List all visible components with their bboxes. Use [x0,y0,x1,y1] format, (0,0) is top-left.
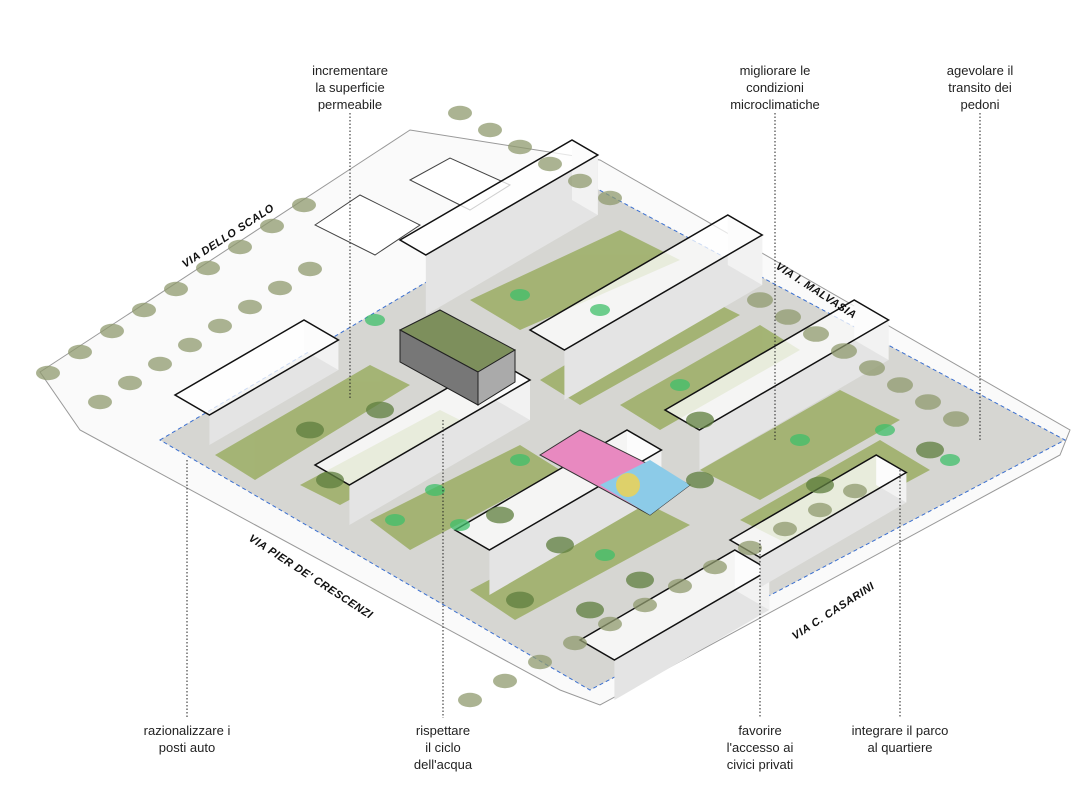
tree-icon [773,521,797,537]
tree-icon [803,326,829,342]
building-wall [564,235,763,400]
tree-icon [843,483,867,499]
tree-icon [510,289,530,301]
tree-icon [208,318,232,334]
tree-icon [178,337,202,353]
tree-icon [36,365,60,381]
tree-icon [365,314,385,326]
building-wall [209,340,339,445]
tree-icon [508,139,532,155]
annotation-microclima: migliorare le condizioni microclimatiche [730,63,820,112]
annotation-pedoni: agevolare il transito dei pedoni [946,63,1014,112]
tree-icon [875,424,895,436]
annotation-posti-auto: razionalizzare i posti auto [143,723,231,755]
tree-icon [425,484,445,496]
tree-icon [590,304,610,316]
tree-icon [132,302,156,318]
sports-court-blue [600,460,690,515]
tree-icon [510,454,530,466]
tree-icon [859,360,885,376]
tree-icon [916,441,944,459]
tree-icon [164,281,188,297]
tree-icon [366,401,394,419]
tree-icon [670,379,690,391]
tree-icon [703,559,727,575]
tree-icon [88,394,112,410]
building-roof [173,319,340,416]
tree-icon [486,506,514,524]
tree-icon [238,299,262,315]
tree-icon [506,591,534,609]
trees [36,105,969,708]
pavilion-wall [477,349,516,406]
tree-icon [738,540,762,556]
tree-icon [493,673,517,689]
tree-icon [148,356,172,372]
tree-icon [268,280,292,296]
parking-lot [314,194,421,256]
tree-icon [943,411,969,427]
tree-icon [686,471,714,489]
annotation-civici: favorire l'accesso ai civici privati [726,723,794,772]
tree-icon [790,434,810,446]
tree-icon [458,692,482,708]
tree-icon [915,394,941,410]
tree-icon [775,309,801,325]
annotation-parco: integrare il parco al quartiere [851,723,949,755]
building-wall [614,570,770,700]
building-wall [760,472,907,588]
tree-icon [806,476,834,494]
court-marking [616,473,640,497]
tree-icon [563,635,587,651]
annotation-permeabile: incrementare la superficie permeabile [312,63,388,112]
tree-icon [595,549,615,561]
building-wall [349,380,530,525]
tree-icon [568,173,592,189]
tree-icon [538,156,562,172]
tree-icon [747,292,773,308]
site-ground [160,185,1065,690]
tree-icon [831,343,857,359]
tree-icon [887,377,913,393]
annotation-acqua: rispettare il ciclo dell'acqua [413,723,473,772]
pointer-lines [186,113,981,718]
tree-icon [450,519,470,531]
tree-icon [298,261,322,277]
tree-icon [598,190,622,206]
tree-icon [576,601,604,619]
tree-icon [448,105,472,121]
tree-icon [528,654,552,670]
tree-icon [316,471,344,489]
tree-icon [296,421,324,439]
tree-icon [668,578,692,594]
tree-icon [228,239,252,255]
tree-icon [385,514,405,526]
tree-icon [196,260,220,276]
tree-icon [292,197,316,213]
tree-icon [633,597,657,613]
tree-icon [940,454,960,466]
tree-icon [68,344,92,360]
tree-icon [546,536,574,554]
tree-icon [100,323,124,339]
tree-icon [478,122,502,138]
tree-icon [686,411,714,429]
tree-icon [626,571,654,589]
tree-icon [118,375,142,391]
building-wall [425,155,598,315]
tree-icon [598,616,622,632]
tree-icon [808,502,832,518]
tree-icon [260,218,284,234]
project-boundary [159,184,1067,691]
building-roof [528,214,764,351]
